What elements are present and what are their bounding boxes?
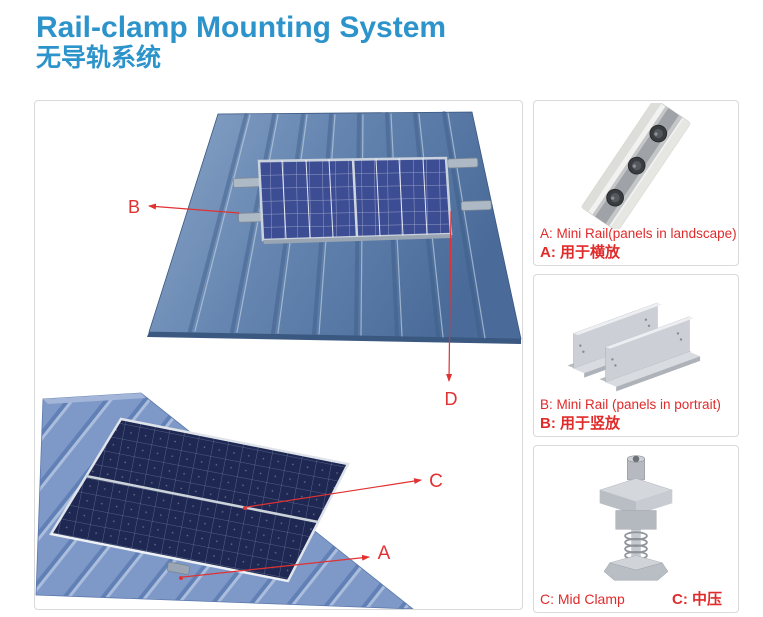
caption: A: Mini Rail(panels in landscape) A: 用于横… — [540, 226, 737, 261]
callout-C: C — [243, 471, 443, 510]
caption-zh: B: 用于竖放 — [540, 414, 620, 432]
callout-B: B — [128, 197, 240, 217]
clamp-top-plate — [598, 478, 674, 515]
solar-panel-array-portrait — [49, 417, 350, 583]
main-figure-illustration: B D — [35, 111, 522, 610]
page-subtitle-chinese: 无导轨系统 — [36, 43, 162, 72]
solar-panel-array-landscape — [257, 156, 453, 244]
caption: C: Mid Clamp C: 中压 — [540, 591, 732, 608]
clamp-mid-block — [615, 510, 657, 530]
scene-roof-portrait: C A — [35, 392, 443, 610]
callout-D: D — [445, 210, 458, 409]
mini-rails-top-scene — [232, 157, 492, 223]
caption-en: C: Mid Clamp — [540, 590, 625, 607]
rail-bolt — [627, 156, 646, 175]
callout-label-d: D — [445, 389, 458, 409]
mini-rail-portrait-image — [567, 302, 701, 392]
sidebar-item-mid-clamp: C: Mid Clamp C: 中压 — [533, 445, 739, 613]
t-rail — [599, 316, 701, 392]
rail-bolt — [606, 188, 624, 207]
callout-label-b: B — [128, 197, 140, 217]
caption-en: B: Mini Rail (panels in portrait) — [540, 397, 721, 413]
rail-bolt — [649, 124, 668, 143]
page-title: Rail-clamp Mounting System — [36, 11, 447, 44]
sidebar-item-mini-rail-portrait: B: Mini Rail (panels in portrait) B: 用于竖… — [533, 274, 739, 437]
scene-roof-landscape: B D — [128, 111, 522, 409]
clamp-bolt — [626, 455, 646, 481]
header: Rail-clamp Mounting System 无导轨系统 — [36, 12, 446, 72]
caption-zh: C: 中压 — [672, 590, 722, 608]
mini-rail — [166, 561, 191, 575]
callout-A: A — [179, 543, 391, 580]
sidebar-item-mini-rail-landscape: A: Mini Rail(panels in landscape) A: 用于横… — [533, 100, 739, 266]
mini-rail-landscape-image — [581, 103, 691, 229]
mini-rail — [447, 157, 479, 169]
roof-ridge-cap — [43, 393, 146, 404]
main-figure-panel: B D — [34, 100, 523, 610]
caption-en: A: Mini Rail(panels in landscape) — [540, 226, 737, 242]
caption-zh: A: 用于横放 — [540, 243, 620, 261]
mini-rail — [460, 200, 492, 211]
roof-front-edge — [147, 332, 521, 344]
callout-label-c: C — [429, 471, 443, 492]
caption: B: Mini Rail (panels in portrait) B: 用于竖… — [540, 397, 732, 432]
mid-clamp-image — [598, 455, 674, 581]
clamp-t-nut — [603, 555, 669, 581]
callout-label-a: A — [378, 543, 391, 564]
